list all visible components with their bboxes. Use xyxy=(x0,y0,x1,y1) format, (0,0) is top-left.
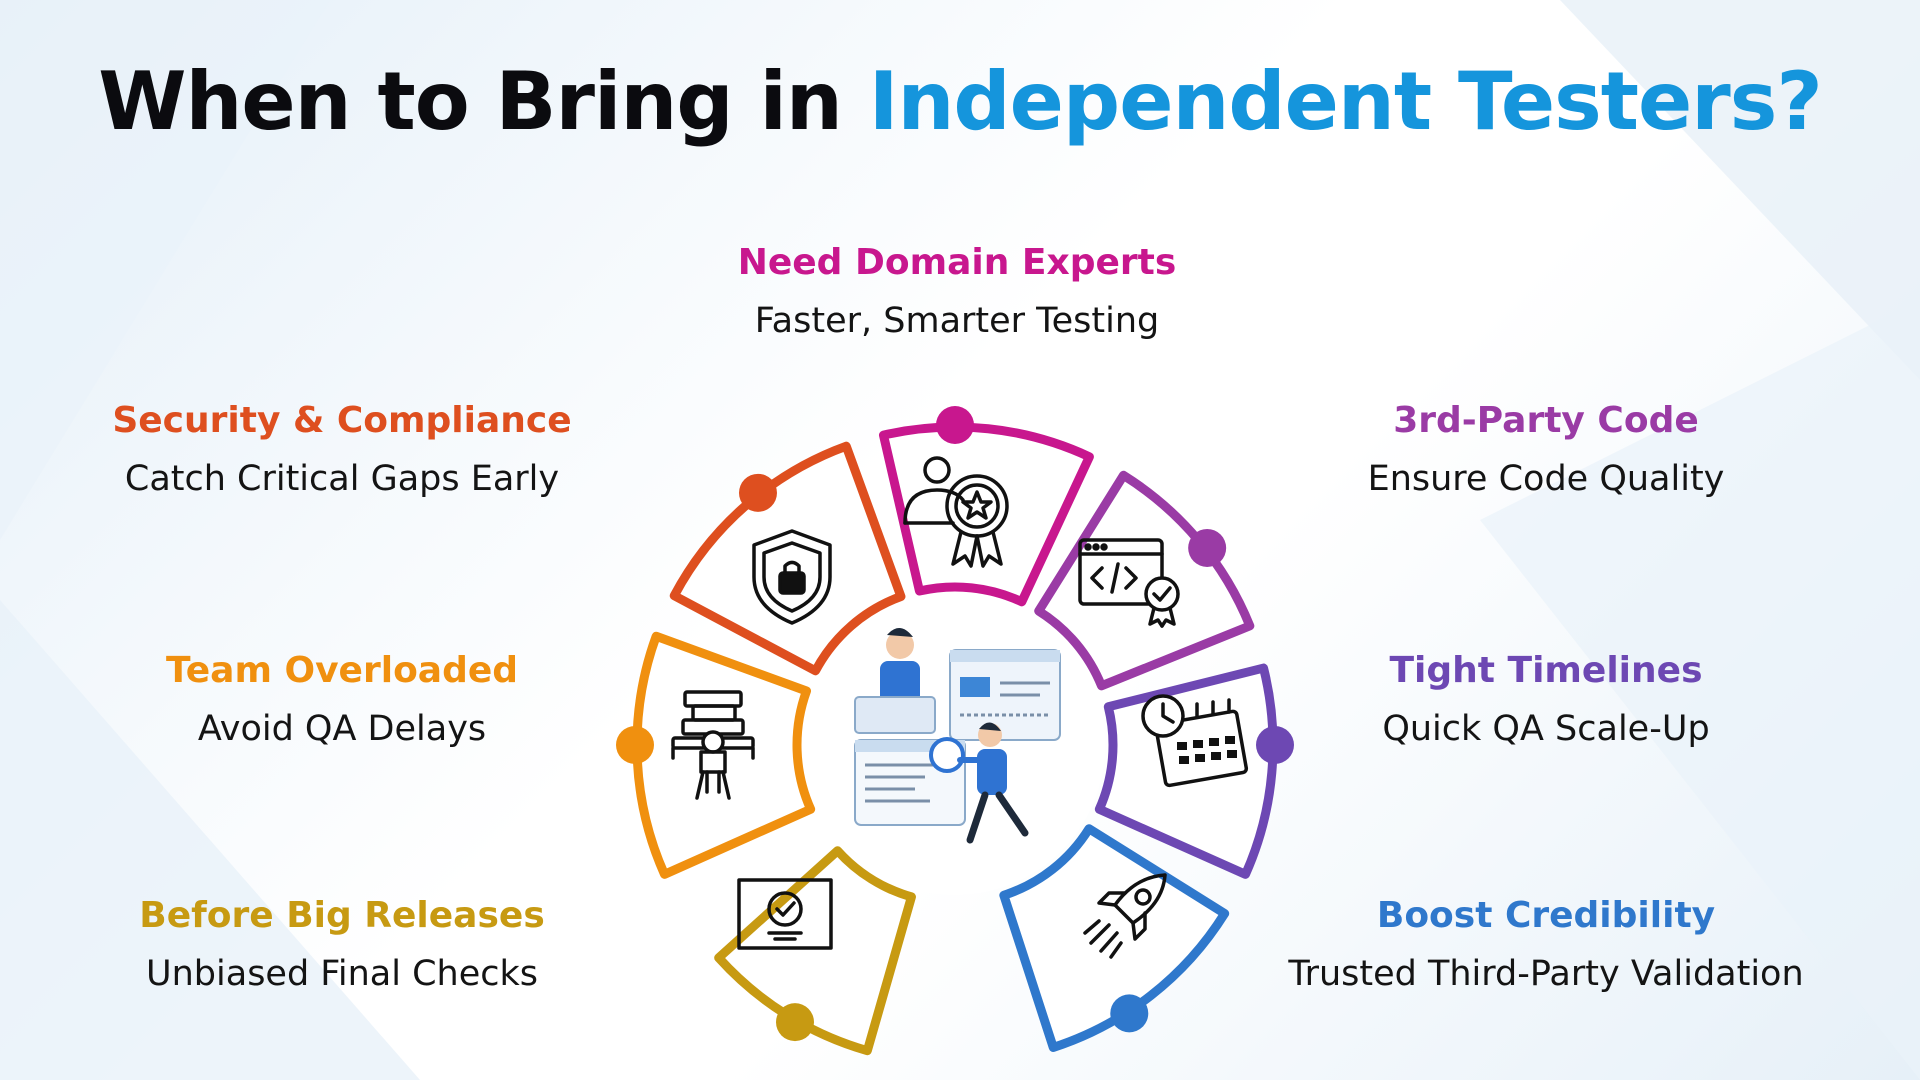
monitor-check-icon xyxy=(737,878,833,950)
card-heading: Before Big Releases xyxy=(139,895,545,936)
card-subtitle: Avoid QA Delays xyxy=(197,709,487,749)
calendar-clock-icon xyxy=(1141,694,1249,788)
title-part-2: Independent Testers? xyxy=(868,55,1823,148)
card-third-party-code: 3rd-Party Code Ensure Code Quality xyxy=(1246,400,1846,499)
card-tight-timelines: Tight Timelines Quick QA Scale-Up xyxy=(1246,650,1846,749)
card-subtitle: Faster, Smarter Testing xyxy=(754,301,1160,341)
segment-dot xyxy=(616,726,654,764)
card-heading: Security & Compliance xyxy=(112,400,572,441)
overloaded-worker-icon xyxy=(671,690,755,800)
card-need-domain-experts: Need Domain Experts Faster, Smarter Test… xyxy=(657,242,1257,341)
card-subtitle: Trusted Third-Party Validation xyxy=(1288,954,1804,994)
card-heading: Boost Credibility xyxy=(1376,895,1716,936)
shield-lock-icon xyxy=(752,529,832,625)
card-boost-credibility: Boost Credibility Trusted Third-Party Va… xyxy=(1246,895,1846,994)
card-subtitle: Quick QA Scale-Up xyxy=(1382,709,1710,749)
segment-dot xyxy=(776,1003,814,1042)
segment-dot xyxy=(936,406,974,444)
wheel-segment xyxy=(1034,470,1255,691)
segment-dot xyxy=(1110,994,1149,1033)
segment-dot xyxy=(1256,726,1294,764)
segment-dot xyxy=(738,473,777,512)
title-part-1: When to Bring in xyxy=(98,55,869,148)
page-title: When to Bring in Independent Testers? xyxy=(0,55,1920,148)
card-subtitle: Unbiased Final Checks xyxy=(146,954,538,994)
testers-illustration xyxy=(805,595,1105,895)
card-heading: Need Domain Experts xyxy=(737,242,1177,283)
wheel-segment xyxy=(714,846,916,1056)
wheel-segment xyxy=(669,441,906,676)
card-heading: Tight Timelines xyxy=(1389,650,1703,691)
expert-badge-icon xyxy=(903,456,1009,568)
card-subtitle: Catch Critical Gaps Early xyxy=(124,459,560,499)
card-before-big-releases: Before Big Releases Unbiased Final Check… xyxy=(42,895,642,994)
rocket-icon xyxy=(1083,873,1167,959)
card-heading: Team Overloaded xyxy=(165,650,519,691)
card-subtitle: Ensure Code Quality xyxy=(1367,459,1725,499)
card-security-compliance: Security & Compliance Catch Critical Gap… xyxy=(42,400,642,499)
segment-dot xyxy=(1188,528,1227,567)
code-window-icon xyxy=(1078,538,1180,628)
card-heading: 3rd-Party Code xyxy=(1393,400,1699,441)
card-team-overloaded: Team Overloaded Avoid QA Delays xyxy=(42,650,642,749)
